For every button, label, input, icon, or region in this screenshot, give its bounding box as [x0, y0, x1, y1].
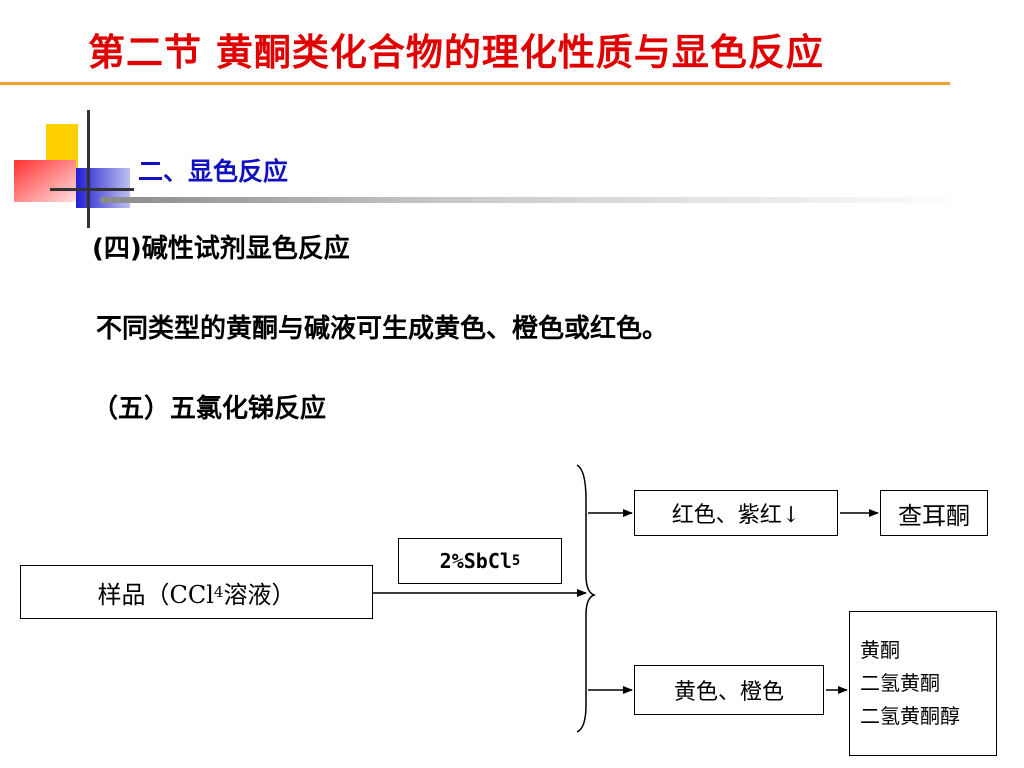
title-underline — [0, 82, 950, 85]
reagent-subscript: 5 — [511, 553, 521, 569]
item-sbcl5-reaction: （五）五氯化锑反应 — [92, 394, 327, 424]
sample-subscript: 4 — [213, 583, 224, 601]
sample-label: 样品（CCl — [97, 580, 214, 609]
decorative-squares — [14, 110, 134, 228]
yellow-result-box: 黄色、橙色 — [634, 665, 824, 715]
flavone-compounds-box: 黄酮 二氢黄酮 二氢黄酮醇 — [849, 611, 997, 756]
brace — [576, 464, 597, 733]
reagent-label: 2%SbCl — [439, 549, 512, 573]
item-alkaline-reagent: (四)碱性试剂显色反应 — [92, 234, 350, 264]
compound-flavanonol: 二氢黄酮醇 — [860, 704, 960, 728]
compound-flavanone: 二氢黄酮 — [860, 671, 940, 695]
sample-label-tail: 溶液） — [223, 580, 296, 609]
page-title: 第二节 黄酮类化合物的理化性质与显色反应 — [88, 31, 824, 74]
compound-flavone: 黄酮 — [860, 638, 900, 662]
chalcone-box: 查耳酮 — [880, 490, 988, 536]
heading-rule — [100, 197, 970, 203]
red-result-box: 红色、紫红↓ — [634, 490, 838, 536]
description-text: 不同类型的黄酮与碱液可生成黄色、橙色或红色。 — [96, 314, 669, 344]
section-heading: 二、显色反应 — [138, 157, 289, 186]
